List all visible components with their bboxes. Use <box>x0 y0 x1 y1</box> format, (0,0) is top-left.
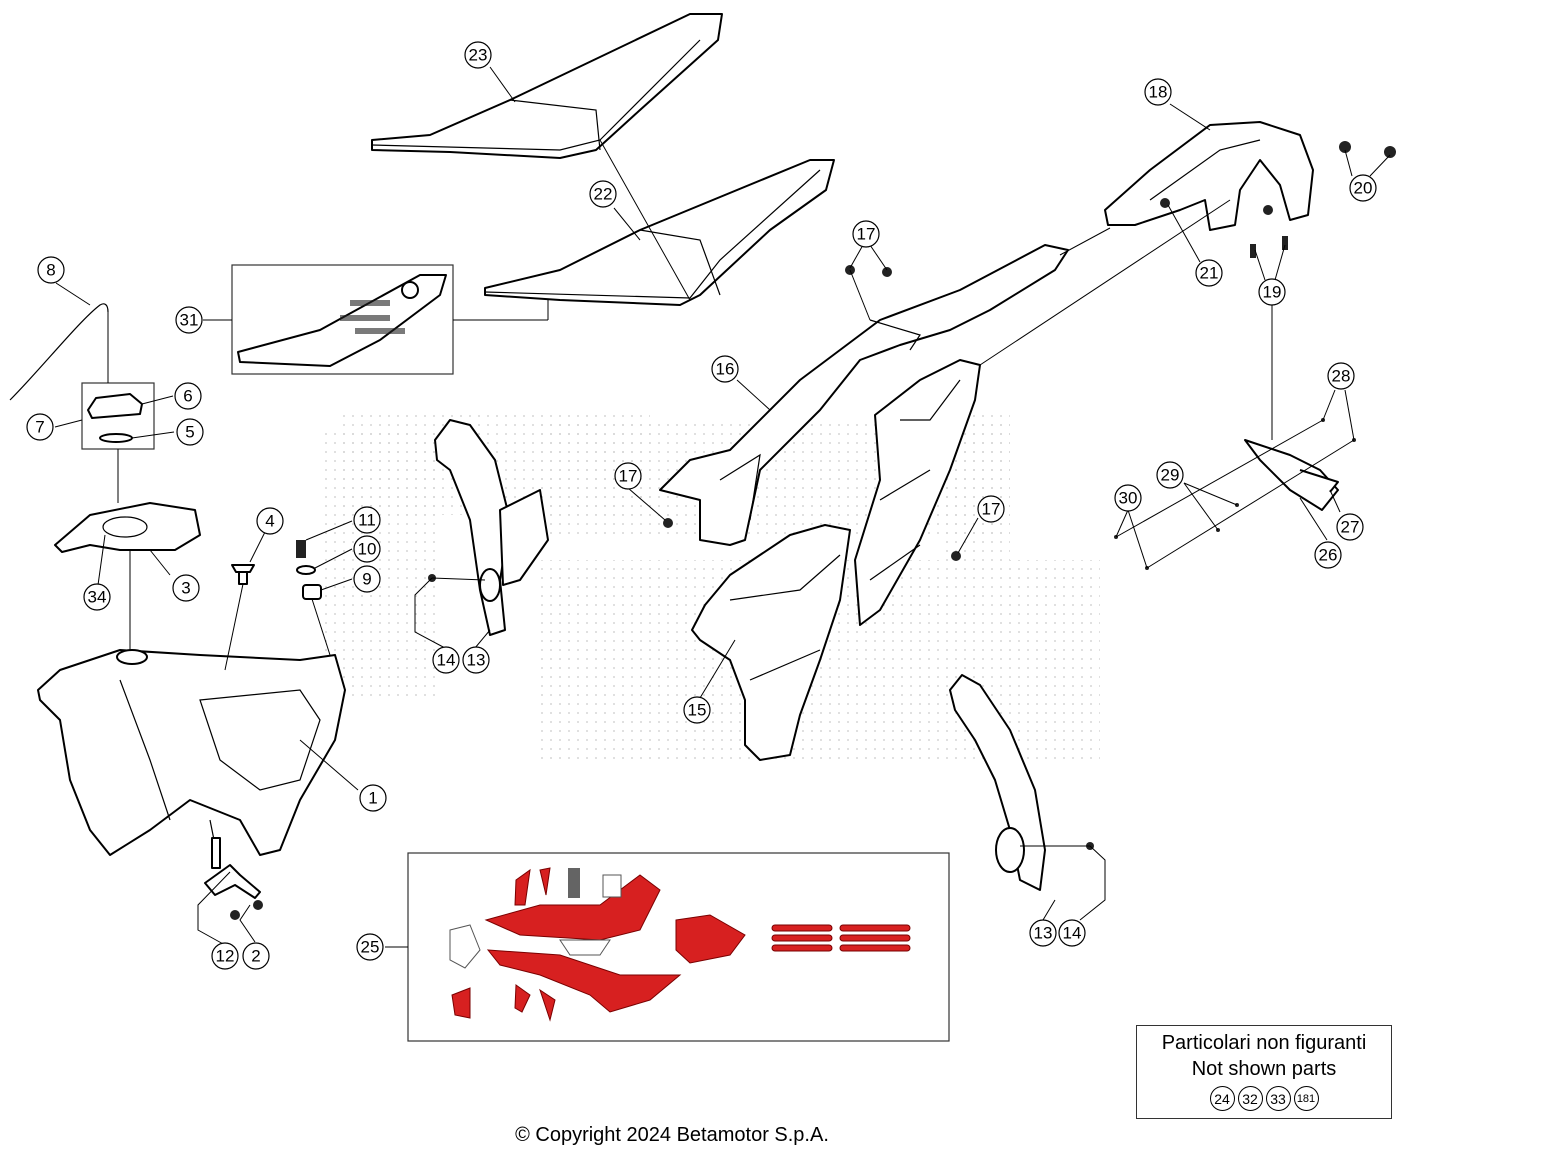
callout-label: 17 <box>619 467 638 486</box>
callout-label: 27 <box>1341 518 1360 537</box>
fuel-cap-6 <box>81 382 155 450</box>
hardware-9-10-11 <box>296 540 322 600</box>
side-panel-15 <box>691 524 851 761</box>
callout-label: 30 <box>1119 489 1138 508</box>
radiator-shroud-right <box>949 674 1094 891</box>
callout-17-left: 17 <box>614 462 642 490</box>
callout-16: 16 <box>711 355 739 383</box>
callout-label: 18 <box>1149 83 1168 102</box>
callout-label: 11 <box>358 511 376 530</box>
callout-label: 2 <box>251 947 260 966</box>
callout-22: 22 <box>589 180 617 208</box>
callout-8: 8 <box>37 256 65 284</box>
callout-4: 4 <box>256 507 284 535</box>
not-shown-title-it: Particolari non figuranti <box>1161 1032 1367 1054</box>
callout-9: 9 <box>353 565 381 593</box>
breather-hose-8 <box>9 303 109 401</box>
callout-label: 17 <box>857 225 876 244</box>
callout-label: 14 <box>1063 924 1082 943</box>
callout-17-top: 17 <box>852 220 880 248</box>
callout-label: 3 <box>181 579 190 598</box>
callout-13-right: 13 <box>1029 919 1057 947</box>
callout-label: 5 <box>185 423 194 442</box>
callout-label: 26 <box>1319 546 1338 565</box>
callout-14-left: 14 <box>432 646 460 674</box>
seat-base-31 <box>231 264 454 375</box>
callout-label: 15 <box>688 701 707 720</box>
callout-28: 28 <box>1327 362 1355 390</box>
callout-label: 1 <box>368 789 377 808</box>
callout-label: 12 <box>216 947 235 966</box>
not-shown-parts-box: Particolari non figuranti Not shown part… <box>1136 1025 1392 1119</box>
callout-27: 27 <box>1336 513 1364 541</box>
ref-33: 33 <box>1265 1086 1291 1111</box>
ref-32: 32 <box>1237 1086 1263 1111</box>
side-panel-right <box>854 359 981 626</box>
callout-label: 17 <box>982 500 1001 519</box>
copyright-notice: © Copyright 2024 Betamotor S.p.A. <box>515 1124 829 1146</box>
callout-18: 18 <box>1144 78 1172 106</box>
callout-label: 19 <box>1263 283 1282 302</box>
callout-14-right: 14 <box>1058 919 1086 947</box>
callout-label: 23 <box>469 46 488 65</box>
callout-label: 25 <box>361 938 380 957</box>
callout-34: 34 <box>83 583 111 611</box>
fuel-tank-1 <box>37 649 346 869</box>
callout-label: 7 <box>35 418 44 437</box>
ref-24: 24 <box>1209 1086 1235 1111</box>
callout-13-left: 13 <box>462 646 490 674</box>
callout-label: 20 <box>1354 179 1373 198</box>
callout-label: 28 <box>1332 367 1351 386</box>
callout-1: 1 <box>359 784 387 812</box>
callout-19: 19 <box>1258 278 1286 306</box>
callout-2: 2 <box>242 942 270 970</box>
plate-holder-26 <box>1114 418 1356 570</box>
seat-22 <box>484 159 835 306</box>
callout-3: 3 <box>172 574 200 602</box>
callout-label: 13 <box>1034 924 1053 943</box>
callout-21: 21 <box>1195 259 1223 287</box>
callout-31: 31 <box>175 306 203 334</box>
callout-26: 26 <box>1314 541 1342 569</box>
callout-17-right: 17 <box>977 495 1005 523</box>
ref-181: 181 <box>1293 1086 1319 1111</box>
callout-23: 23 <box>464 41 492 69</box>
callout-20: 20 <box>1349 174 1377 202</box>
callout-15: 15 <box>683 696 711 724</box>
tank-cover-3 <box>54 502 201 553</box>
leader-lines <box>54 66 1391 948</box>
callout-12: 12 <box>211 942 239 970</box>
petcock-2-12 <box>204 864 263 920</box>
callout-label: 31 <box>180 311 199 330</box>
screw-4 <box>231 564 255 585</box>
callout-5: 5 <box>176 418 204 446</box>
callout-11: 11 <box>353 506 381 534</box>
callout-label: 9 <box>362 570 371 589</box>
decal-kit-25 <box>407 852 950 1042</box>
not-shown-title-en: Not shown parts <box>1191 1058 1337 1080</box>
callout-25: 25 <box>356 933 384 961</box>
callout-10: 10 <box>353 535 381 563</box>
callout-29: 29 <box>1156 461 1184 489</box>
seat-23 <box>371 13 723 159</box>
callout-label: 13 <box>467 651 486 670</box>
callout-label: 29 <box>1161 466 1180 485</box>
callout-label: 4 <box>265 512 274 531</box>
callout-30: 30 <box>1114 484 1142 512</box>
callout-label: 21 <box>1200 264 1219 283</box>
callout-label: 8 <box>46 261 55 280</box>
callout-label: 14 <box>437 651 456 670</box>
callout-label: 22 <box>594 185 613 204</box>
rear-fender-16 <box>659 244 1069 546</box>
callout-label: 6 <box>183 387 192 406</box>
callout-label: 34 <box>88 588 107 607</box>
radiator-shroud-left <box>428 419 549 636</box>
callout-6: 6 <box>174 382 202 410</box>
not-shown-refs: 24 32 33 181 <box>1137 1086 1391 1111</box>
callout-label: 16 <box>716 360 735 379</box>
callout-label: 10 <box>358 540 377 559</box>
callout-7: 7 <box>26 413 54 441</box>
